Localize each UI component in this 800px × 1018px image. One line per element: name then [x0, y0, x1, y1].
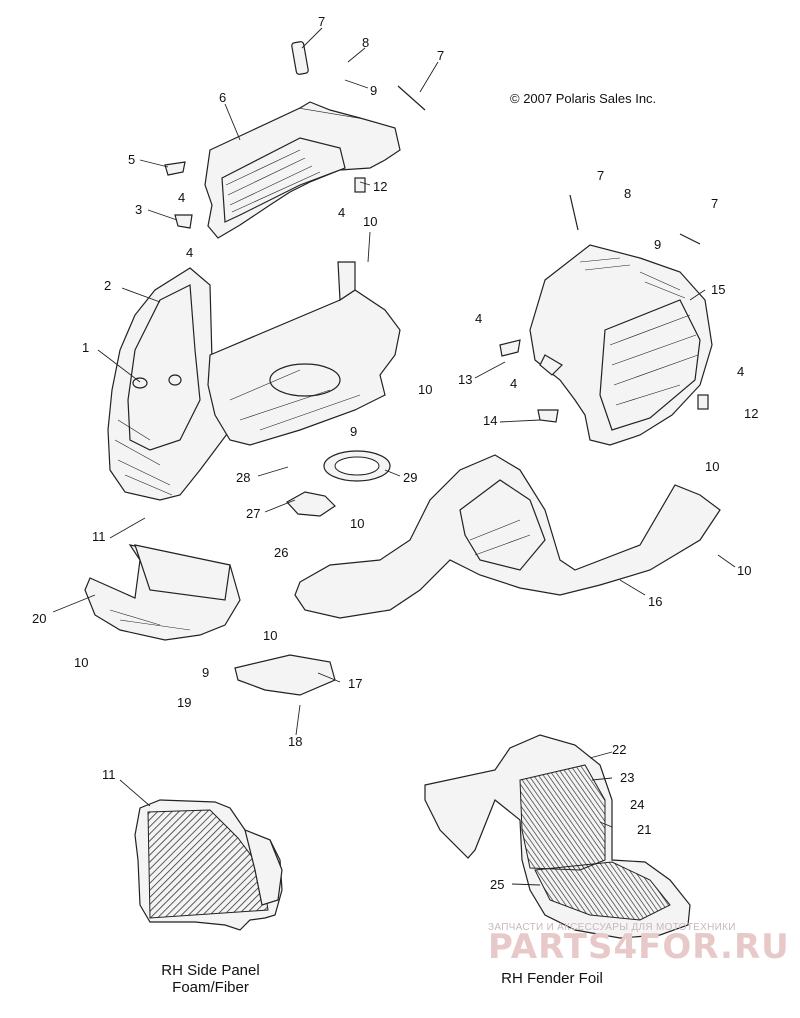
callout-c49: 25 — [490, 877, 504, 892]
callout-c35: 4 — [475, 311, 482, 326]
callout-c1: 7 — [318, 14, 325, 29]
callout-c6: 5 — [128, 152, 135, 167]
callout-c14: 1 — [82, 340, 89, 355]
callout-c8: 3 — [135, 202, 142, 217]
callout-c26: 19 — [177, 695, 191, 710]
part-20-lower-step — [84, 544, 241, 641]
callout-c13: 2 — [104, 278, 111, 293]
watermark-tagline: ЗАПЧАСТИ И АКСЕССУАРЫ ДЛЯ МОТОТЕХНИКИ — [488, 922, 736, 933]
rh-fender-foil — [424, 734, 691, 939]
callout-c22: 11 — [92, 529, 106, 544]
callout-c32: 7 — [711, 196, 718, 211]
callout-c44: 11 — [102, 767, 116, 782]
callout-c18: 29 — [403, 470, 417, 485]
caption-side-panel: RH Side Panel Foam/Fiber — [128, 962, 293, 996]
callout-c4: 7 — [437, 48, 444, 63]
callout-c42: 16 — [648, 594, 662, 609]
callout-c11: 4 — [338, 205, 345, 220]
caption-side-panel-line2: Foam/Fiber — [172, 979, 249, 996]
part-15-right-side-panel — [529, 244, 713, 446]
callout-c40: 12 — [744, 406, 758, 421]
callout-c15: 10 — [418, 382, 432, 397]
callout-c36: 13 — [458, 372, 472, 387]
callout-c19: 27 — [246, 506, 260, 521]
callout-c5: 6 — [219, 90, 226, 105]
callout-c23: 20 — [32, 611, 46, 626]
callout-c37: 4 — [510, 376, 517, 391]
leader-lines — [52, 27, 736, 886]
callout-c46: 23 — [620, 770, 634, 785]
part-27-bracket — [286, 491, 336, 517]
callout-c21: 26 — [274, 545, 288, 560]
callout-c28: 17 — [348, 676, 362, 691]
callout-labels: 7 8 9 7 6 5 4 3 4 12 4 10 2 1 10 9 28 29… — [32, 14, 758, 892]
callout-c30: 7 — [597, 168, 604, 183]
callout-c45: 22 — [612, 742, 626, 757]
callout-c17: 28 — [236, 470, 250, 485]
part-29-ring — [323, 450, 391, 482]
callout-c33: 9 — [654, 237, 661, 252]
copyright-notice: © 2007 Polaris Sales Inc. — [510, 91, 657, 106]
callout-c16: 9 — [350, 424, 357, 439]
callout-c27: 10 — [263, 628, 277, 643]
watermark-logo: PARTS4FOR.RU — [488, 927, 790, 967]
callout-c2: 8 — [362, 35, 369, 50]
callout-c41: 10 — [705, 459, 719, 474]
callout-c10: 12 — [373, 179, 387, 194]
callout-c47: 24 — [630, 797, 644, 812]
part-6-left-side-panel — [204, 101, 401, 239]
floor-pan — [207, 261, 401, 446]
callout-c48: 21 — [637, 822, 651, 837]
part-16-right-floorboard — [294, 454, 721, 619]
part-11-rh-side-panel-foam — [134, 799, 283, 931]
callout-c34: 15 — [711, 282, 725, 297]
callout-c3: 9 — [370, 83, 377, 98]
callout-c9: 4 — [186, 245, 193, 260]
callout-c31: 8 — [624, 186, 631, 201]
watermark: ЗАПЧАСТИ И АКСЕССУАРЫ ДЛЯ МОТОТЕХНИКИ PA… — [488, 922, 793, 964]
callout-c20: 10 — [350, 516, 364, 531]
callout-c39: 4 — [737, 364, 744, 379]
hardware — [164, 41, 709, 423]
callout-c43: 10 — [737, 563, 751, 578]
caption-side-panel-line1: RH Side Panel — [161, 962, 260, 979]
caption-fender-foil: RH Fender Foil — [501, 970, 603, 987]
callout-c29: 18 — [288, 734, 302, 749]
callout-c24: 10 — [74, 655, 88, 670]
part-17-skid-plate — [234, 654, 336, 696]
callout-c38: 14 — [483, 413, 497, 428]
callout-c12: 10 — [363, 214, 377, 229]
callout-c7: 4 — [178, 190, 185, 205]
callout-c25: 9 — [202, 665, 209, 680]
